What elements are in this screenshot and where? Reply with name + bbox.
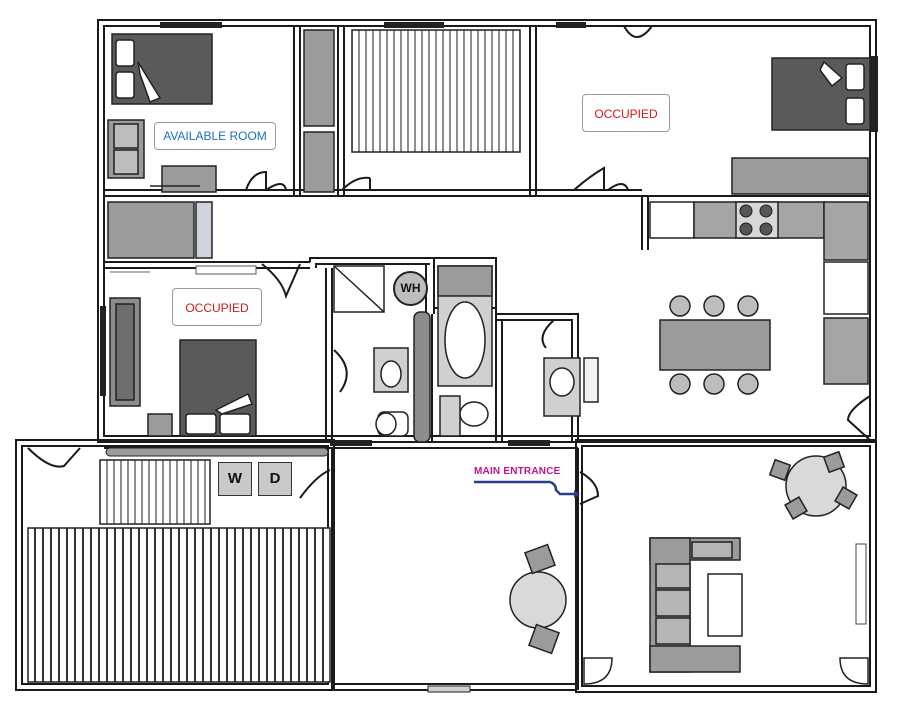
dining-table-right [768, 450, 858, 520]
entrance-arrow [574, 490, 580, 498]
dresser-occupied-1 [731, 157, 869, 195]
walk-in-closet-shelving [351, 29, 521, 153]
sofa-chair-available [107, 119, 145, 179]
bed-occupied-2 [179, 339, 257, 437]
bed-available [111, 33, 213, 105]
sofa-occupied-2 [109, 297, 141, 407]
bed-occupied-1 [771, 57, 871, 131]
door-swings [27, 25, 871, 505]
corridor-storage [107, 201, 213, 259]
windows [100, 22, 878, 446]
front-step [427, 685, 471, 693]
water-heater: WH [393, 271, 428, 306]
nightstand [147, 413, 173, 437]
bathroom-right [437, 265, 599, 437]
label-main-entrance: MAIN ENTRANCE [474, 466, 561, 477]
label-occupied-middle-left: OCCUPIED [172, 288, 262, 326]
walls [15, 19, 877, 693]
deck [27, 527, 331, 683]
sectional-sofa [649, 537, 741, 673]
kitchen-island [659, 295, 771, 395]
label-occupied-top-right: OCCUPIED [582, 94, 670, 132]
tv-stand [195, 265, 257, 275]
closet-rod [105, 447, 329, 457]
dining-table-center [509, 543, 567, 655]
closet-top [303, 29, 335, 193]
dryer: D [258, 462, 292, 496]
label-available-room: AVAILABLE ROOM [154, 122, 276, 150]
tv-unit [855, 543, 867, 625]
laundry-shelving [99, 459, 211, 525]
coffee-table [707, 573, 743, 637]
desk-available [150, 165, 217, 193]
washer: W [218, 462, 252, 496]
pocket-door-track [413, 311, 431, 443]
entrance-path [474, 480, 574, 496]
cooktop-burners [739, 204, 773, 236]
bathroom-left [333, 265, 409, 437]
corner-cabinets [583, 657, 869, 685]
